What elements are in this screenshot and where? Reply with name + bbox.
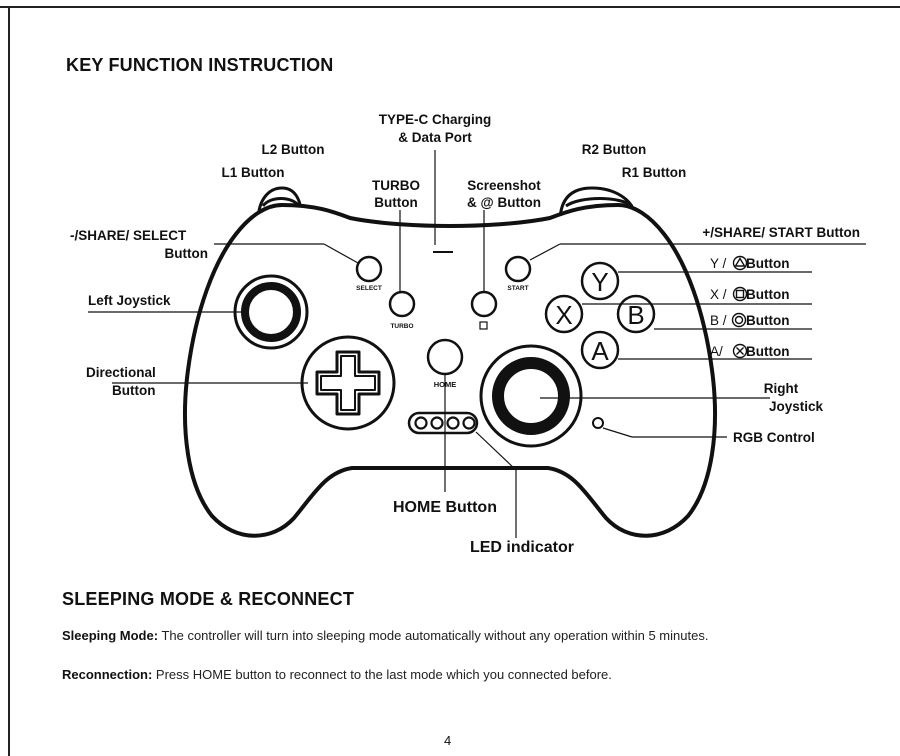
screenshot-label-line1: Screenshot — [467, 178, 541, 193]
a-button-letter: A — [591, 336, 609, 366]
directional-label-line2: Button — [112, 383, 155, 398]
sleeping-mode-text: The controller will turn into sleeping m… — [158, 628, 709, 643]
rgb-control-label: RGB Control — [733, 430, 815, 445]
y-label-prefix: Y / — [710, 256, 727, 271]
cross-icon — [732, 343, 748, 359]
key-function-title: KEY FUNCTION INSTRUCTION — [66, 55, 334, 75]
leader-lines — [88, 150, 866, 538]
square-icon — [732, 286, 748, 302]
screenshot-icon — [479, 321, 488, 330]
controller-diagram: SELECT TURBO START HOME Y X — [70, 112, 866, 556]
directional-pad — [300, 335, 396, 431]
b-label-prefix: B / — [710, 313, 727, 328]
turbo-label-line2: Button — [374, 195, 417, 210]
left-joystick — [233, 274, 309, 350]
right-joystick — [479, 344, 583, 448]
x-button-letter: X — [555, 300, 572, 330]
b-button: B — [616, 294, 656, 334]
page-top-rule — [0, 6, 900, 8]
led-indicator — [407, 411, 479, 435]
b-label-suffix: Button — [746, 313, 789, 328]
y-button-letter: Y — [591, 267, 608, 297]
type-c-label-line2: & Data Port — [398, 130, 472, 145]
triangle-icon — [732, 255, 748, 271]
screenshot-button — [470, 290, 498, 330]
circle-icon — [731, 312, 747, 328]
y-button: Y — [580, 261, 620, 301]
sleeping-mode-title: SLEEPING MODE & RECONNECT — [62, 589, 355, 609]
select-button: SELECT — [355, 255, 383, 292]
r2-label: R2 Button — [582, 142, 647, 157]
start-button: START — [504, 255, 532, 292]
right-joystick-label-line1: Right — [764, 381, 799, 396]
select-label-line2: Button — [165, 246, 208, 261]
select-button-print: SELECT — [356, 285, 382, 292]
x-button: X — [544, 294, 584, 334]
left-joystick-label: Left Joystick — [88, 293, 171, 308]
sleeping-mode-paragraph: Sleeping Mode: The controller will turn … — [62, 626, 852, 645]
turbo-button: TURBO — [388, 290, 416, 330]
x-label-prefix: X / — [710, 287, 727, 302]
directional-label-line1: Directional — [86, 365, 156, 380]
page-number: 4 — [444, 733, 452, 748]
b-button-letter: B — [627, 300, 644, 330]
x-label-suffix: Button — [746, 287, 789, 302]
reconnection-text: Press HOME button to reconnect to the la… — [152, 667, 612, 682]
home-button-label: HOME Button — [393, 499, 497, 516]
sleeping-mode-term: Sleeping Mode: — [62, 628, 159, 643]
a-button: A — [580, 330, 620, 370]
y-label-suffix: Button — [746, 256, 789, 271]
page-left-rule — [8, 6, 10, 756]
a-label-suffix: Button — [746, 344, 789, 359]
turbo-button-print: TURBO — [390, 323, 413, 330]
rgb-control-button — [592, 417, 604, 429]
l2-label: L2 Button — [262, 142, 325, 157]
turbo-label-line1: TURBO — [372, 178, 420, 193]
start-label: +/SHARE/ START Button — [702, 225, 860, 240]
reconnection-term: Reconnection: — [62, 667, 153, 682]
right-joystick-label-line2: Joystick — [769, 399, 824, 414]
reconnection-paragraph: Reconnection: Press HOME button to recon… — [62, 665, 852, 684]
r1-label: R1 Button — [622, 165, 687, 180]
l1-label: L1 Button — [222, 165, 285, 180]
screenshot-label-line2: & @ Button — [467, 195, 541, 210]
start-button-print: START — [507, 285, 528, 292]
select-label-line1: -/SHARE/ SELECT — [70, 228, 187, 243]
a-label-prefix: A/ — [710, 344, 723, 359]
led-indicator-label: LED indicator — [470, 539, 574, 556]
type-c-label-line1: TYPE-C Charging — [379, 112, 492, 127]
